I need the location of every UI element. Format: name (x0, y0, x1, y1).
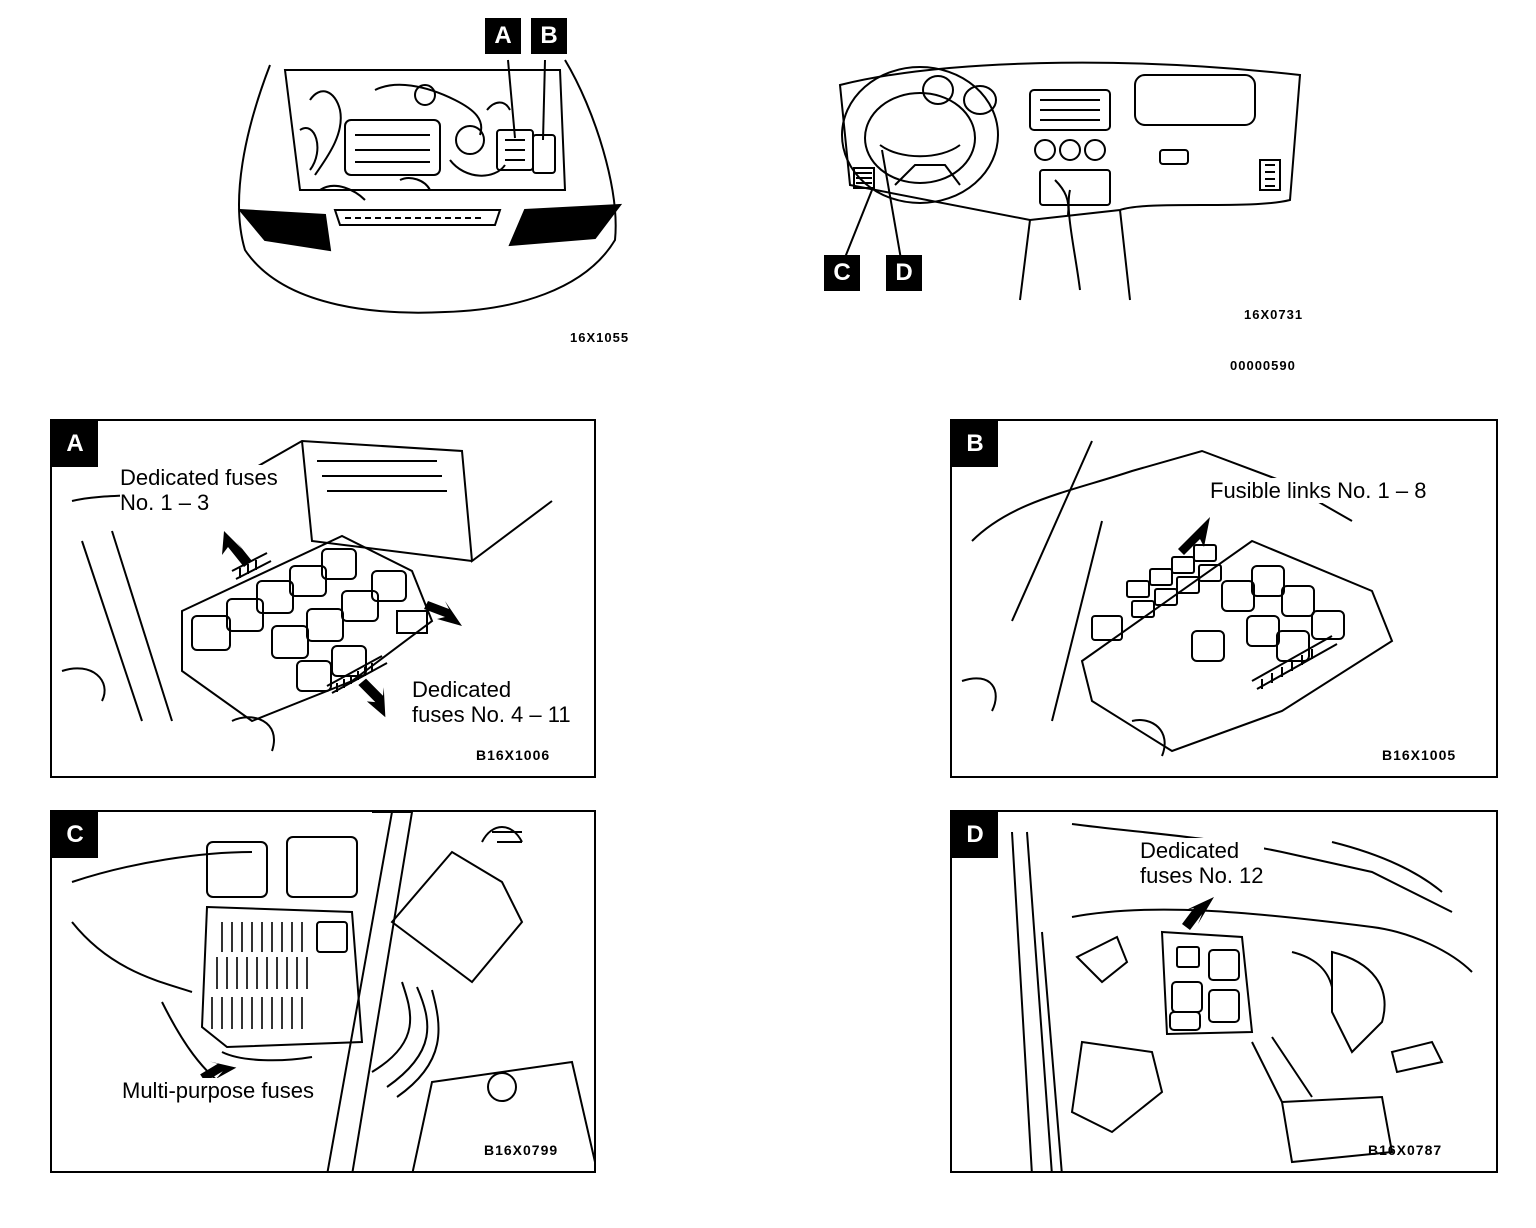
engine-bay-overview: A B (225, 18, 645, 350)
panel-b: B Fusible links No. 1 – 8 B16X1005 (950, 419, 1498, 778)
panel-a-letter: A (52, 421, 98, 467)
engine-bay-code: 16X1055 (570, 330, 630, 345)
panel-d-code: B16X0787 (1368, 1142, 1443, 1158)
panel-d-callout-fuses-12: Dedicated fuses No. 12 (1140, 838, 1264, 888)
panel-d: D Dedicated fuses No. 12 B16X0787 (950, 810, 1498, 1173)
panel-a-callout-fuses-4-11: Dedicated fuses No. 4 – 11 (412, 677, 571, 727)
dashboard-drawing (838, 61, 1302, 301)
panel-a-callout-fuses-1-3: Dedicated fuses No. 1 – 3 (120, 465, 278, 515)
panel-b-code: B16X1005 (1382, 747, 1457, 763)
panel-b-callout-fusible-links: Fusible links No. 1 – 8 (1210, 478, 1427, 503)
engine-bay-drawing (237, 59, 623, 314)
marker-d: D (886, 255, 922, 291)
panel-c-letter: C (52, 812, 98, 858)
panel-a-code: B16X1006 (476, 747, 551, 763)
dashboard-code: 16X0731 (1244, 307, 1304, 322)
panel-b-letter: B (952, 421, 998, 467)
marker-c: C (824, 255, 860, 291)
marker-a: A (485, 18, 521, 54)
panel-b-drawing (961, 440, 1394, 757)
dashboard-overview: C D (820, 50, 1320, 301)
panel-d-drawing (1011, 823, 1473, 1171)
panel-a: A Dedicated fuses No. 1 – 3 Dedicated fu… (50, 419, 596, 778)
panel-c: C Multi-purpose fuses B16X0799 (50, 810, 596, 1173)
panel-d-letter: D (952, 812, 998, 858)
panel-c-code: B16X0799 (484, 1142, 559, 1158)
panel-c-callout-multi-purpose: Multi-purpose fuses (122, 1078, 314, 1103)
marker-b: B (531, 18, 567, 54)
figure-code: 00000590 (1230, 358, 1296, 373)
panel-c-drawing (71, 812, 594, 1171)
